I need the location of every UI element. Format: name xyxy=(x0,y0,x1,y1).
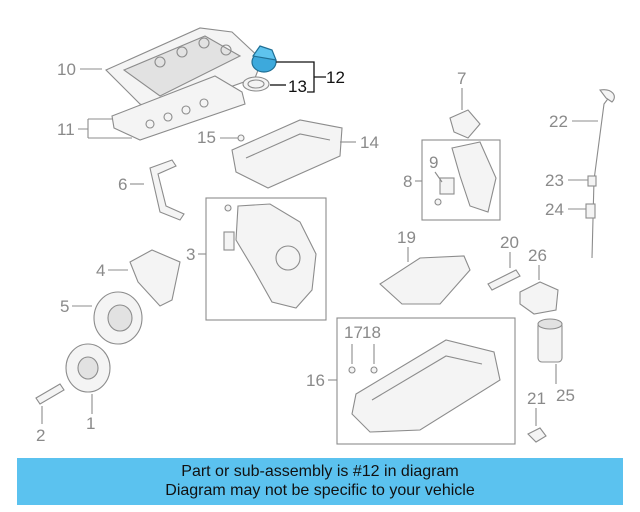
callout-12: 12 xyxy=(326,68,345,87)
callout-21: 21 xyxy=(527,389,546,408)
engine-cover xyxy=(231,119,343,189)
callout-25: 25 xyxy=(556,386,575,405)
callout-18: 18 xyxy=(362,323,381,342)
callout-13: 13 xyxy=(288,77,307,96)
parts-diagram: 10 11 12 13 14 15 6 3 4 5 xyxy=(35,27,615,445)
callout-1: 1 xyxy=(86,414,95,433)
oil-pan xyxy=(351,339,501,433)
timing-cover xyxy=(235,203,317,309)
callout-9: 9 xyxy=(429,153,438,172)
callout-23: 23 xyxy=(545,171,564,190)
callout-17: 17 xyxy=(344,323,363,342)
callout-14: 14 xyxy=(360,133,379,152)
oil-filler-cap-highlighted xyxy=(251,45,277,73)
callout-20: 20 xyxy=(500,233,519,252)
callout-7: 7 xyxy=(457,69,466,88)
callout-8: 8 xyxy=(403,172,412,191)
callout-26: 26 xyxy=(528,246,547,265)
callout-10: 10 xyxy=(57,60,76,79)
valve-cover-gasket xyxy=(111,75,246,141)
valve-cover xyxy=(105,27,263,113)
footer-disclaimer: Diagram may not be specific to your vehi… xyxy=(165,482,475,499)
footer-part-note: Part or sub-assembly is #12 in diagram xyxy=(181,463,459,480)
callout-5: 5 xyxy=(60,297,69,316)
footer-banner: Part or sub-assembly is #12 in diagram D… xyxy=(17,458,623,505)
callout-11: 11 xyxy=(57,120,75,139)
callout-3: 3 xyxy=(186,245,195,264)
callout-22: 22 xyxy=(549,112,568,131)
callout-6: 6 xyxy=(118,175,127,194)
callout-4: 4 xyxy=(96,261,105,280)
callout-2: 2 xyxy=(36,426,45,445)
oil-filler-cap-seal xyxy=(242,76,270,92)
callout-15: 15 xyxy=(197,128,216,147)
callout-24: 24 xyxy=(545,200,564,219)
callout-19: 19 xyxy=(397,228,416,247)
callout-16: 16 xyxy=(306,371,325,390)
